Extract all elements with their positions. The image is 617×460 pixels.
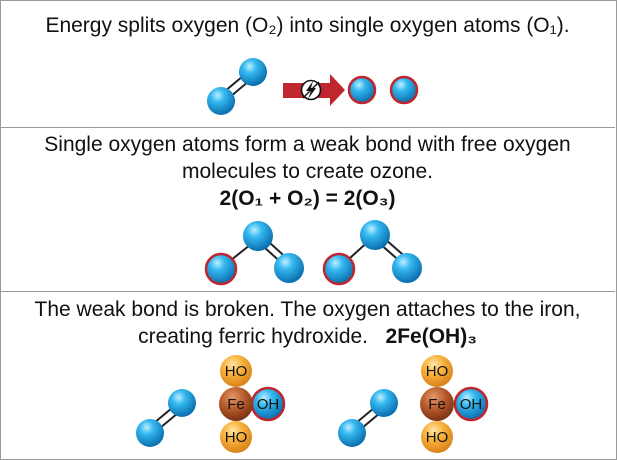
single-oxygen-atom <box>389 75 419 105</box>
oxygen-molecule <box>207 58 267 115</box>
iron-atom <box>219 387 253 421</box>
hydroxide-label: OH <box>460 396 483 413</box>
panel-3-caption-line2-row: creating ferric hydroxide. 2Fe(OH)₃ <box>0 324 615 350</box>
ozone-equation: 2(O₁ + O₂) = 2(O₃) <box>219 187 396 210</box>
hydroxide-atom <box>220 355 252 387</box>
panel-2-caption-line1: Single oxygen atoms form a weak bond wit… <box>44 133 571 156</box>
oxygen-atom <box>136 419 164 447</box>
oxygen-atom <box>370 389 398 417</box>
hydroxide-atom <box>220 421 252 453</box>
panel-ozone-formation: Single oxygen atoms form a weak bond wit… <box>0 128 615 292</box>
oxygen-atom <box>360 220 390 250</box>
oxygen-molecule <box>338 389 398 447</box>
hydroxide-atom <box>421 421 453 453</box>
iron-label: Fe <box>428 396 446 413</box>
ozone-molecule <box>322 220 422 286</box>
oxygen-atom <box>207 87 235 115</box>
oxygen-atom <box>392 253 422 283</box>
panel-2-illustration <box>204 220 422 286</box>
oxygen-atom <box>338 419 366 447</box>
hydroxide-atom <box>453 386 489 422</box>
oxygen-atom <box>239 58 267 86</box>
ferric-hydroxide-formula: 2Fe(OH)₃ <box>385 325 477 348</box>
panel-3-illustration: HO HO Fe OH HO HO Fe OH <box>136 355 489 453</box>
panel-3-caption-line1: The weak bond is broken. The oxygen atta… <box>34 298 581 321</box>
panel-splitting: Energy splits oxygen (O₂) into single ox… <box>0 0 615 128</box>
panel-2-caption-line2: molecules to create ozone. <box>182 160 433 183</box>
iron-atom <box>420 387 454 421</box>
ferric-hydroxide-molecule: HO HO Fe OH <box>420 355 489 453</box>
iron-label: Fe <box>227 396 245 413</box>
hydroxide-label: HO <box>426 363 449 380</box>
panel-3-caption-line2: creating ferric hydroxide. <box>138 325 369 348</box>
oxygen-molecule <box>136 389 196 447</box>
single-oxygen-atom <box>204 252 238 286</box>
hydroxide-label: OH <box>257 396 280 413</box>
oxygen-atom <box>243 221 273 251</box>
panel-ferric-hydroxide: The weak bond is broken. The oxygen atta… <box>0 292 615 458</box>
ozone-molecule <box>204 221 304 286</box>
panel-1-caption: Energy splits oxygen (O₂) into single ox… <box>45 14 570 37</box>
oxygen-atom <box>274 253 304 283</box>
hydroxide-label: HO <box>426 429 449 446</box>
single-oxygen-atom <box>322 252 356 286</box>
single-oxygen-atom <box>347 75 377 105</box>
hydroxide-atom <box>421 355 453 387</box>
ferric-hydroxide-molecule: HO HO Fe OH <box>219 355 286 453</box>
panel-1-illustration <box>207 58 419 115</box>
energy-bolt-icon <box>300 79 322 101</box>
hydroxide-label: HO <box>225 429 248 446</box>
oxygen-atom <box>168 389 196 417</box>
hydroxide-label: HO <box>225 363 248 380</box>
energy-arrow <box>283 74 345 106</box>
